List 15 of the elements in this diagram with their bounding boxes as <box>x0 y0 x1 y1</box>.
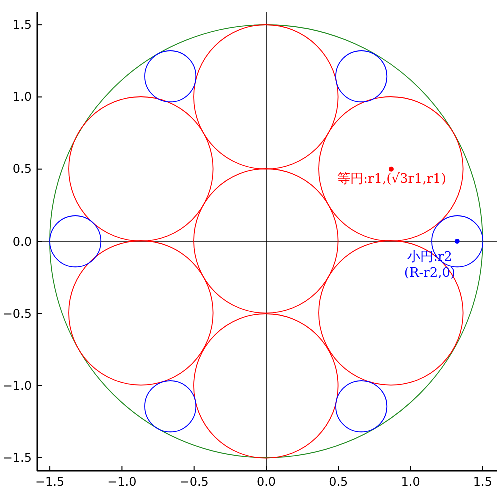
tick-label: −0.5 <box>180 475 209 489</box>
tick-label: −0.5 <box>2 306 32 321</box>
tick-label: 0.0 <box>256 475 276 489</box>
tick-label: 0.5 <box>12 162 32 176</box>
tick-label: 1.0 <box>12 90 32 104</box>
tick-label: 0.5 <box>329 475 348 489</box>
tick-label: 1.5 <box>12 18 32 32</box>
tick-label: −1.0 <box>108 475 137 489</box>
tick-label: 1.5 <box>473 475 492 489</box>
tick-label: −1.5 <box>35 475 65 489</box>
tick-label: 1.0 <box>401 475 420 489</box>
tick-label: 0.0 <box>12 234 32 248</box>
tick-label: −1.5 <box>2 450 32 465</box>
annotation: 等円:r1,(√3r1,r1) <box>336 172 448 188</box>
tick-label: −1.0 <box>2 378 32 393</box>
